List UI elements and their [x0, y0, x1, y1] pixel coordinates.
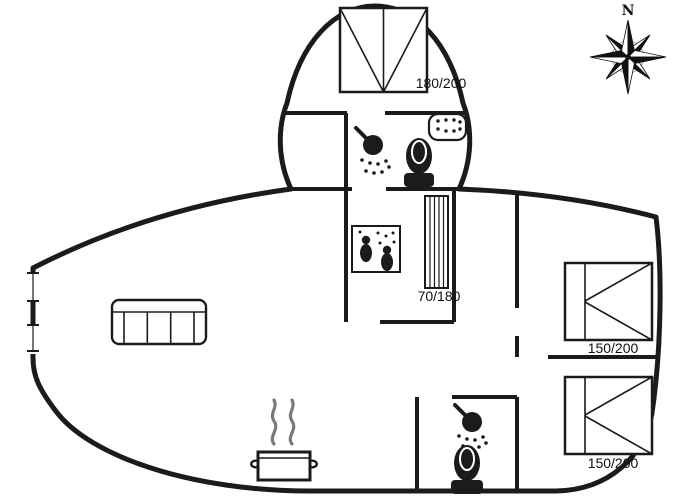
bunk-bed-icon [424, 195, 449, 289]
sauna-icon [351, 225, 401, 273]
bed-size-label: 150/200 [588, 340, 639, 356]
toilet-icon [404, 138, 434, 187]
bed-size-label: 70/180 [418, 288, 461, 304]
double-bed-icon [563, 261, 654, 342]
double-bed-icon [338, 6, 429, 94]
sofa-icon [110, 298, 208, 346]
shower-icon [354, 126, 391, 175]
double-bed-icon [563, 375, 654, 456]
whirlpool-icon [427, 112, 468, 142]
shower-icon [453, 403, 488, 450]
steam-icon [270, 398, 296, 446]
window-icon [27, 272, 39, 302]
bed-size-label: 150/200 [588, 455, 639, 471]
cooking-pot-icon [250, 450, 318, 482]
interior-walls [282, 111, 658, 491]
bed-size-label: 180/200 [416, 75, 467, 91]
window-icon [27, 324, 39, 354]
toilet-icon [451, 445, 483, 494]
north-label: N [622, 3, 635, 19]
compass-rose-icon [589, 19, 667, 95]
